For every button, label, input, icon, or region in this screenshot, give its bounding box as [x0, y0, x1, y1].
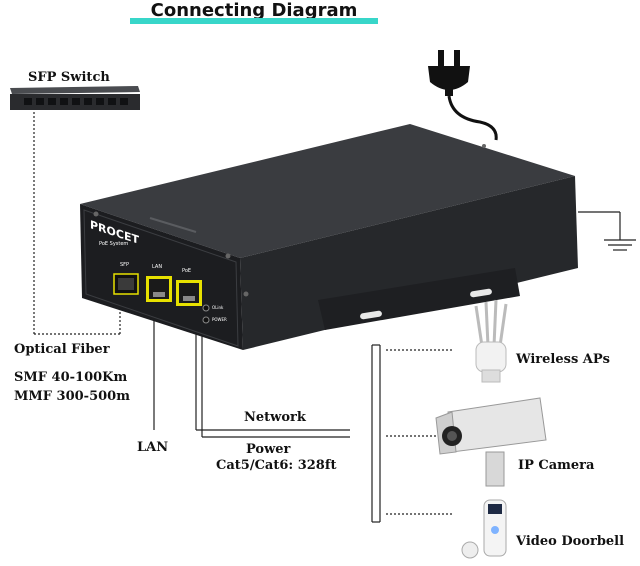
wireless-aps-label: Wireless APs	[516, 352, 610, 367]
ip-camera-label: IP Camera	[518, 458, 595, 473]
port-label-poe: PoE	[182, 268, 192, 274]
video-doorbell-label: Video Doorbell	[516, 534, 625, 549]
optical-fiber-label: Optical Fiber	[14, 342, 110, 357]
smf-distance-label: SMF 40-100Km	[14, 370, 128, 385]
ip-camera-icon	[435, 397, 547, 487]
cable-spec-label: Cat5/Cat6: 328ft	[216, 458, 337, 473]
port-label-lan: LAN	[152, 264, 163, 270]
lan-label: LAN	[137, 440, 169, 455]
port-label-sfp: SFP	[120, 262, 130, 268]
led-label-olink: OLink	[212, 305, 224, 310]
led-label-power: POWER	[212, 317, 227, 322]
title-underline	[130, 18, 378, 24]
endpoint-dashed-links	[386, 349, 452, 515]
power-plug-icon	[428, 50, 498, 141]
mmf-distance-label: MMF 300-500m	[14, 389, 130, 404]
device-tagline: PoE System	[99, 241, 129, 247]
ground-icon	[578, 211, 636, 251]
network-label: Network	[244, 410, 306, 425]
sfp-switch-device	[10, 86, 140, 110]
power-label: Power	[246, 442, 291, 457]
wireless-ap-icon	[474, 299, 508, 383]
diagram-title: Connecting Diagram	[150, 0, 358, 21]
poe-media-converter	[80, 124, 578, 350]
video-doorbell-icon	[461, 499, 507, 559]
endpoint-cable-lines	[371, 344, 381, 523]
sfp-switch-label: SFP Switch	[28, 70, 110, 85]
fiber-cable-lines	[33, 112, 121, 335]
